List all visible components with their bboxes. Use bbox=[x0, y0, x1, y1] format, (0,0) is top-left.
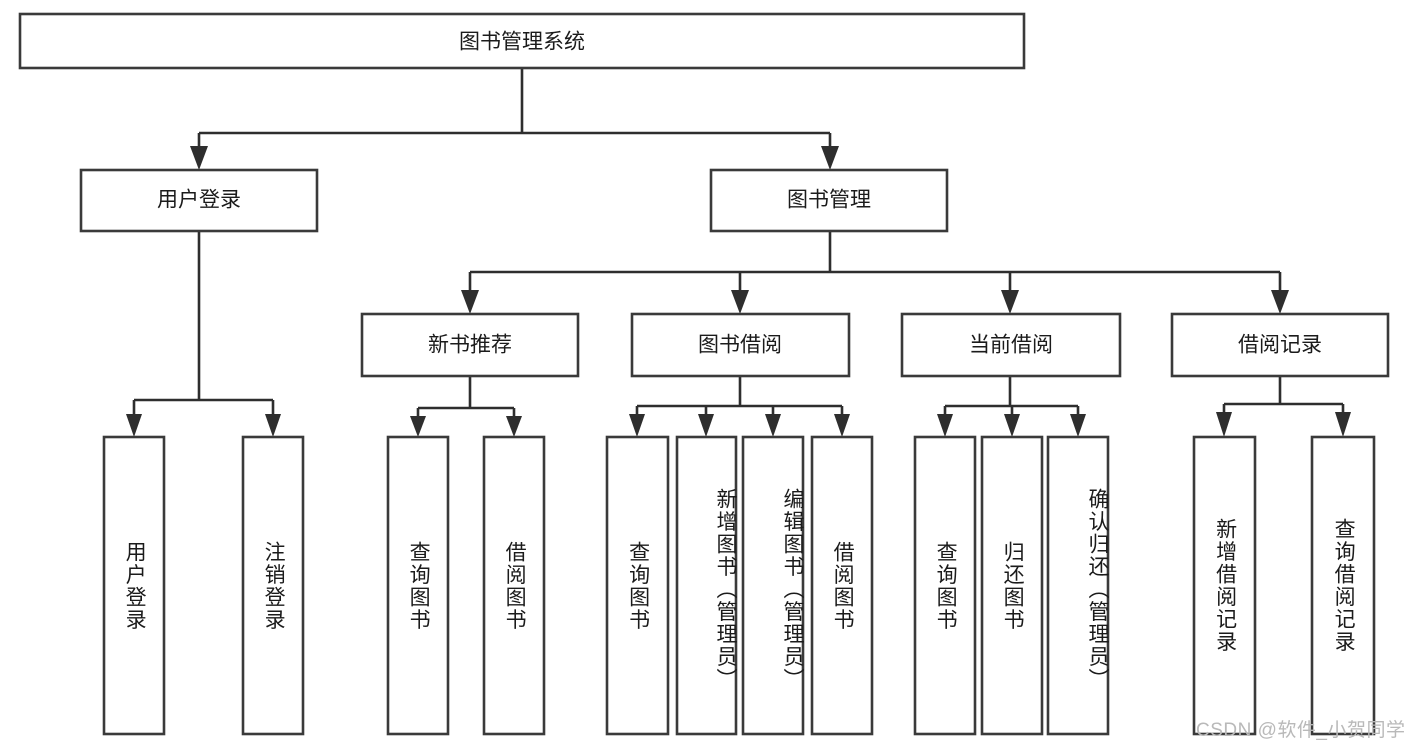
arrowhead-leaf-add-borrow-record bbox=[1216, 412, 1232, 437]
arrowhead-leaf-query-book-current bbox=[937, 414, 953, 437]
leaf-add-borrow-record-box[interactable] bbox=[1192, 435, 1257, 736]
arrowhead-new-book-recommendation bbox=[461, 290, 479, 314]
arrowhead-leaf-query-book-recommend bbox=[410, 416, 426, 437]
arrowhead-book-management bbox=[821, 146, 839, 170]
arrowhead-leaf-query-borrow-record bbox=[1335, 412, 1351, 437]
leaf-return-book-box[interactable] bbox=[980, 435, 1044, 736]
node-new-book-recommendation-box[interactable] bbox=[360, 312, 580, 378]
arrowhead-leaf-confirm-return-admin bbox=[1070, 414, 1086, 437]
node-book-management-label: 图书管理 bbox=[787, 189, 871, 212]
arrowhead-leaf-user-login bbox=[126, 414, 142, 437]
node-user-login[interactable]: 用户登录 bbox=[79, 168, 319, 233]
arrowhead-leaf-borrow-book bbox=[834, 414, 850, 437]
csdn-watermark: CSDN @软件_小贺同学 bbox=[1196, 720, 1405, 741]
node-root-box[interactable] bbox=[18, 12, 1026, 70]
node-book-borrow[interactable]: 图书借阅 bbox=[630, 312, 851, 378]
leaf-query-book-borrow-box[interactable] bbox=[605, 435, 670, 736]
node-root-library-management-system[interactable]: 图书管理系统 bbox=[18, 12, 1026, 70]
arrowhead-leaf-edit-book-admin bbox=[765, 414, 781, 437]
node-borrow-record-label: 借阅记录 bbox=[1238, 334, 1322, 357]
leaf-borrow-book-recommend-box[interactable] bbox=[482, 435, 546, 736]
arrowhead-leaf-add-book-admin bbox=[698, 414, 714, 437]
connector-group-book-borrow-to-leaves bbox=[629, 376, 850, 437]
node-new-book-recommendation[interactable]: 新书推荐 bbox=[360, 312, 580, 378]
node-current-borrow-label: 当前借阅 bbox=[969, 334, 1053, 357]
arrowhead-book-borrow bbox=[731, 290, 749, 314]
arrowhead-borrow-record bbox=[1271, 290, 1289, 314]
arrowhead-current-borrow bbox=[1001, 290, 1019, 314]
leaf-boxes bbox=[102, 435, 1376, 736]
leaf-user-login-box[interactable] bbox=[102, 435, 166, 736]
arrowhead-leaf-borrow-book-recommend bbox=[506, 416, 522, 437]
node-borrow-record-box[interactable] bbox=[1170, 312, 1390, 378]
node-user-login-label: 用户登录 bbox=[157, 189, 241, 212]
node-user-login-box[interactable] bbox=[79, 168, 319, 233]
leaf-logout-box[interactable] bbox=[241, 435, 305, 736]
arrowhead-leaf-return-book bbox=[1004, 414, 1020, 437]
connector-group-book-management-to-level3 bbox=[461, 231, 1289, 314]
connector-group-new-book-recommendation-to-leaves bbox=[410, 376, 522, 437]
leaf-query-book-recommend-box[interactable] bbox=[386, 435, 450, 736]
node-book-borrow-label: 图书借阅 bbox=[698, 334, 782, 357]
node-current-borrow[interactable]: 当前借阅 bbox=[900, 312, 1122, 378]
node-borrow-record[interactable]: 借阅记录 bbox=[1170, 312, 1390, 378]
arrowhead-user-login bbox=[190, 146, 208, 170]
node-root-label: 图书管理系统 bbox=[459, 31, 585, 54]
node-book-borrow-box[interactable] bbox=[630, 312, 851, 378]
leaf-query-book-current-box[interactable] bbox=[913, 435, 977, 736]
node-new-book-recommendation-label: 新书推荐 bbox=[428, 334, 512, 357]
connector-group-user-login-to-leaves bbox=[126, 231, 281, 437]
connector-group-root-to-level2 bbox=[190, 68, 839, 170]
leaf-edit-book-admin-box[interactable] bbox=[741, 435, 805, 736]
connector-group-borrow-record-to-leaves bbox=[1216, 376, 1351, 437]
leaf-borrow-book-box[interactable] bbox=[810, 435, 874, 736]
arrowhead-leaf-query-book-borrow bbox=[629, 414, 645, 437]
connector-group-current-borrow-to-leaves bbox=[937, 376, 1086, 437]
node-current-borrow-box[interactable] bbox=[900, 312, 1122, 378]
leaf-add-book-admin-box[interactable] bbox=[675, 435, 738, 736]
leaf-query-borrow-record-box[interactable] bbox=[1310, 435, 1376, 736]
node-book-management[interactable]: 图书管理 bbox=[709, 168, 949, 233]
node-book-management-box[interactable] bbox=[709, 168, 949, 233]
leaf-confirm-return-admin-box[interactable] bbox=[1046, 435, 1110, 736]
arrowhead-leaf-logout bbox=[265, 414, 281, 437]
